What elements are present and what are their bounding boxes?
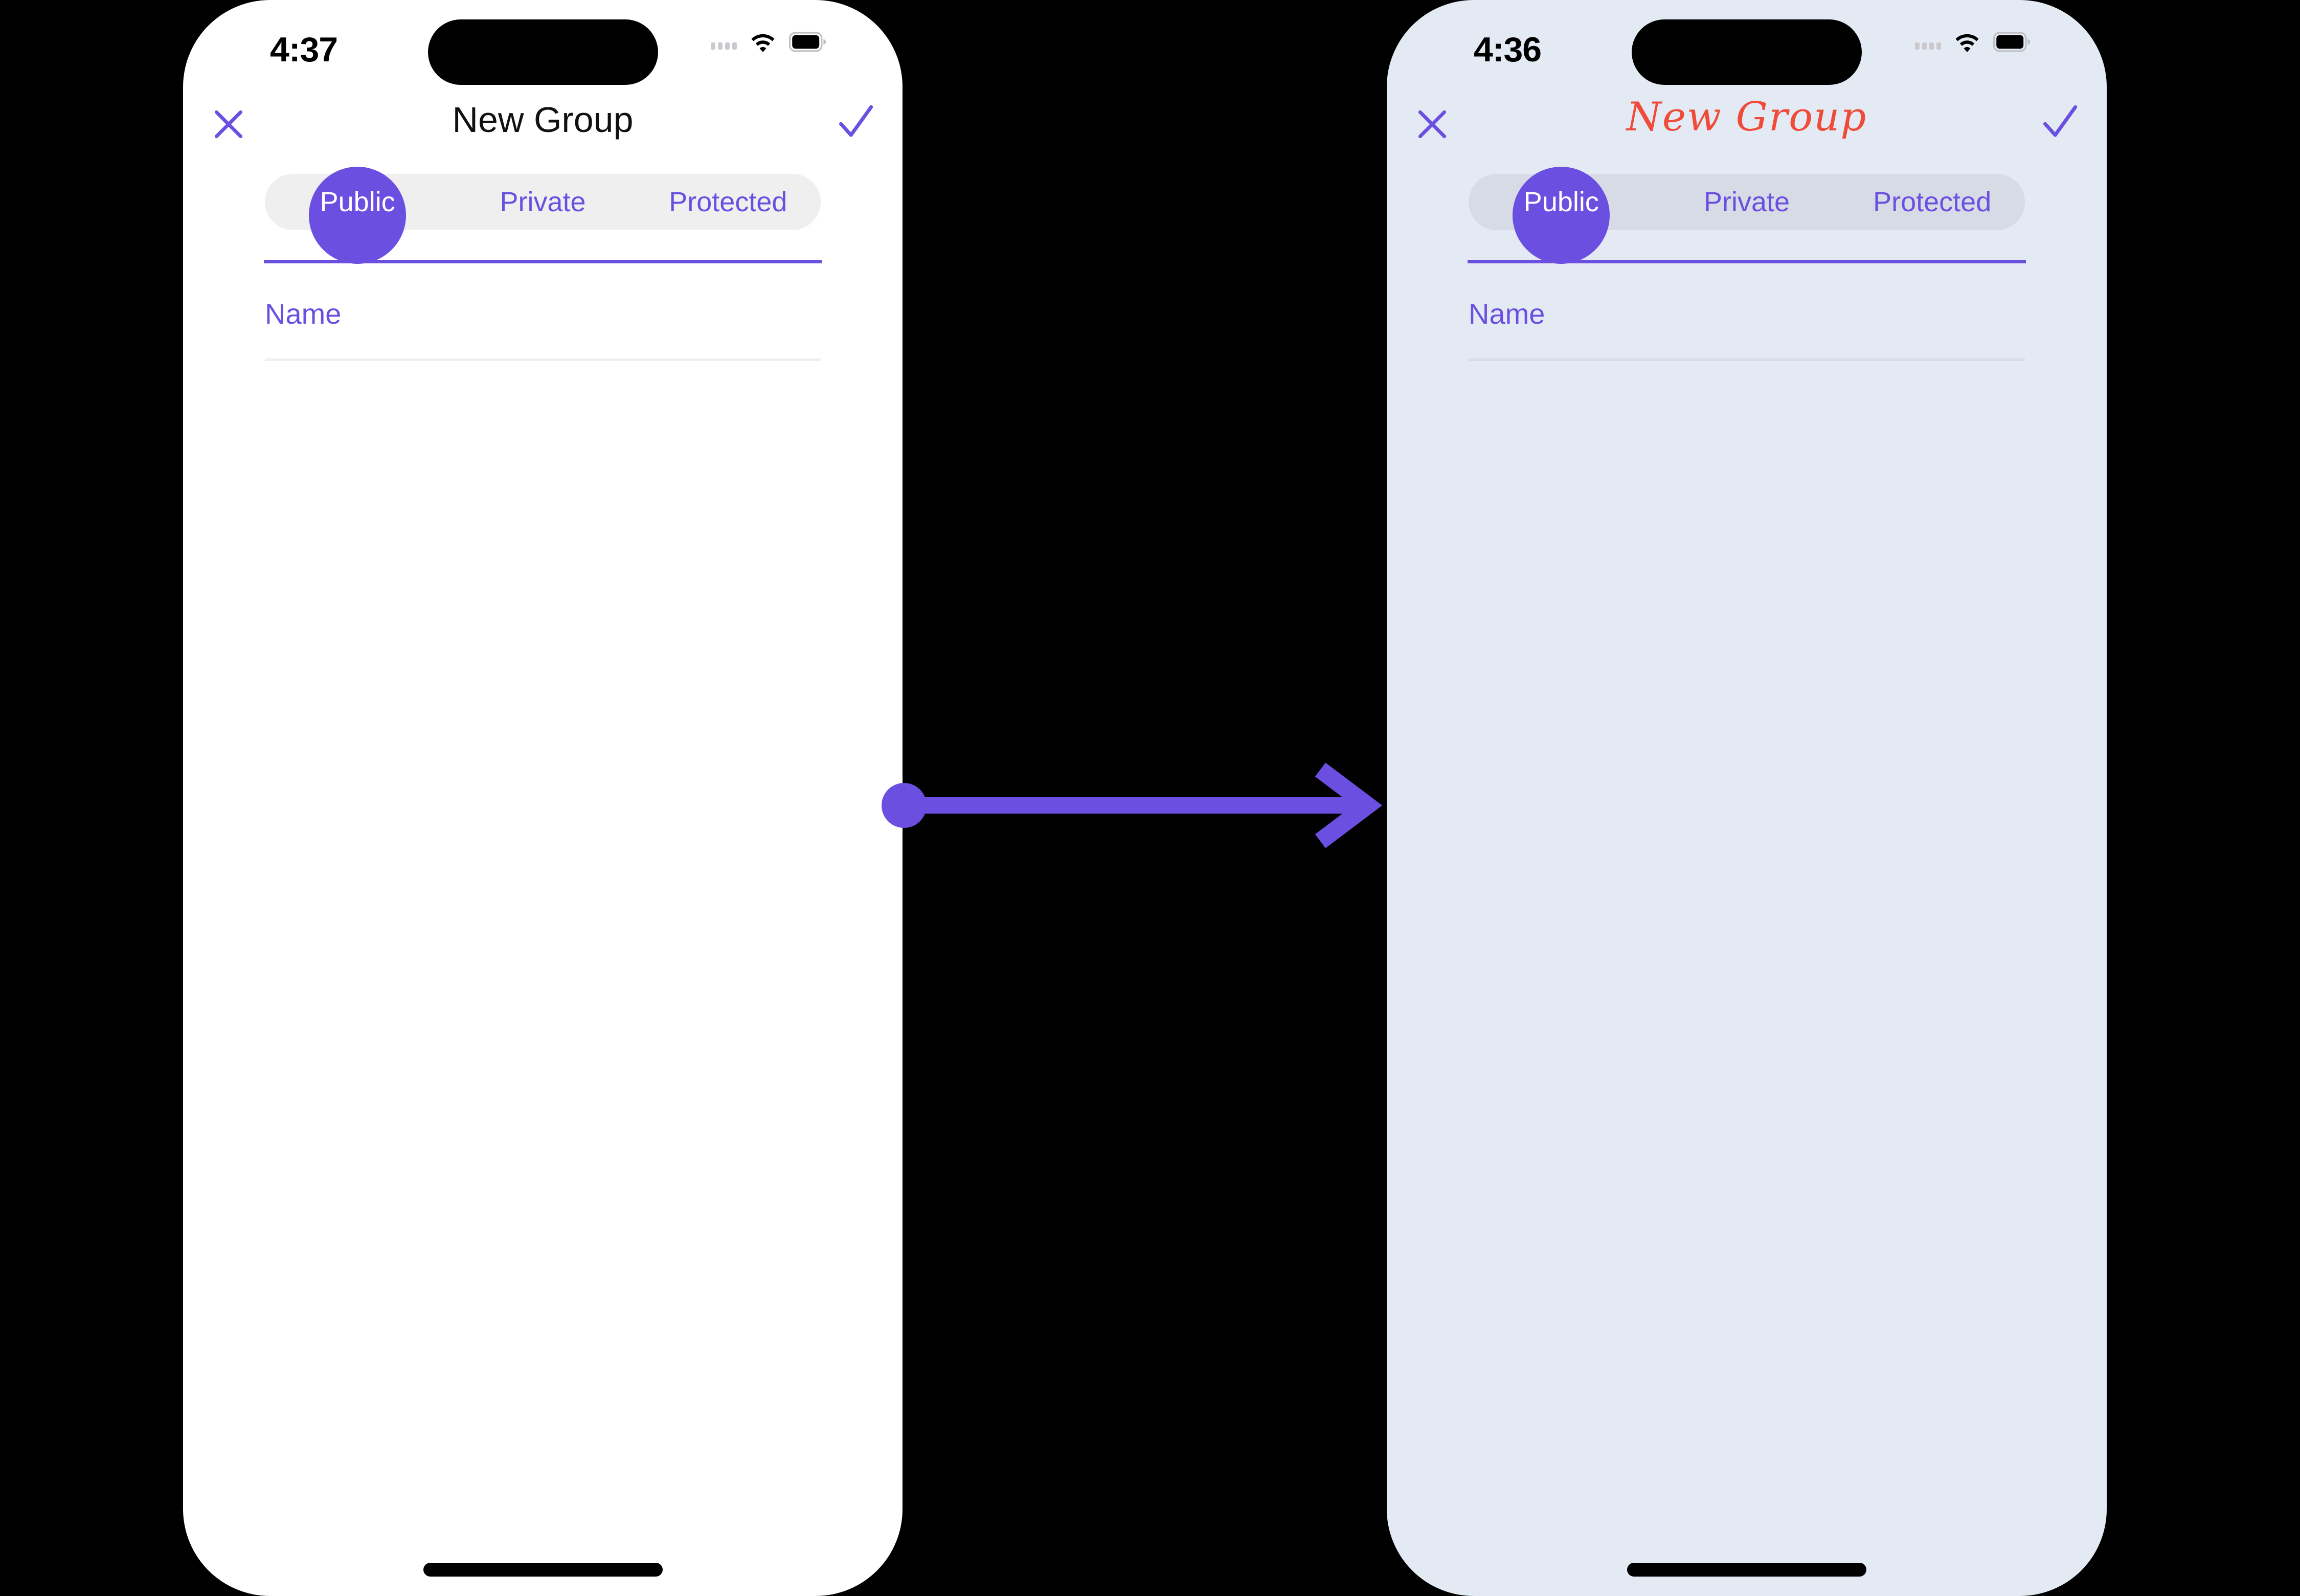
home-indicator bbox=[1627, 1563, 1866, 1577]
tab-label: Private bbox=[500, 187, 586, 217]
status-bar: 4:37 bbox=[183, 0, 903, 93]
tab-label: Private bbox=[1703, 187, 1790, 217]
tab-bar-underline bbox=[1468, 260, 2026, 263]
form-area: Name bbox=[1469, 239, 2025, 1596]
wifi-icon bbox=[751, 34, 775, 52]
wifi-icon bbox=[1955, 34, 1979, 52]
phone-screen-before: 4:37 New Group bbox=[183, 0, 903, 1596]
status-bar-indicators bbox=[1915, 31, 2031, 53]
tab-private[interactable]: Private bbox=[450, 174, 635, 230]
checkmark-icon[interactable] bbox=[2036, 98, 2083, 147]
tab-bar-underline bbox=[264, 260, 822, 263]
tab-private[interactable]: Private bbox=[1654, 174, 1840, 230]
tab-label: Protected bbox=[1873, 187, 1992, 217]
page-title: New Group bbox=[452, 100, 634, 140]
tab-public[interactable]: Public bbox=[1469, 167, 1654, 264]
dynamic-island bbox=[427, 19, 658, 85]
name-input-underline bbox=[1469, 358, 2025, 361]
status-bar-indicators bbox=[711, 31, 827, 53]
battery-icon bbox=[789, 32, 826, 52]
name-input[interactable]: Name bbox=[1469, 300, 2025, 361]
battery-icon bbox=[1993, 32, 2031, 52]
close-x-icon[interactable] bbox=[1410, 102, 1454, 146]
status-bar-time: 4:36 bbox=[1474, 30, 1542, 69]
name-input[interactable]: Name bbox=[265, 300, 821, 361]
segmented-tab-bar: Public Private Protected bbox=[264, 167, 822, 264]
tab-protected[interactable]: Protected bbox=[636, 174, 821, 230]
tab-label: Public bbox=[320, 187, 395, 217]
tab-label: Protected bbox=[669, 187, 787, 217]
navigation-bar: New Group bbox=[1387, 93, 2107, 160]
tab-selection-pill bbox=[309, 167, 407, 264]
tab-public[interactable]: Public bbox=[265, 167, 450, 264]
segmented-tab-bar: Public Private Protected bbox=[1468, 167, 2026, 264]
name-input-underline bbox=[265, 358, 821, 361]
home-indicator bbox=[423, 1563, 663, 1577]
page-title: New Group bbox=[1626, 94, 1867, 140]
status-bar: 4:36 bbox=[1387, 0, 2107, 93]
name-input-placeholder: Name bbox=[265, 298, 342, 330]
name-input-placeholder: Name bbox=[1469, 298, 1545, 330]
navigation-bar: New Group bbox=[183, 93, 903, 160]
tab-protected[interactable]: Protected bbox=[1839, 174, 2025, 230]
phone-screen-after: 4:36 New Group bbox=[1387, 0, 2107, 1596]
close-x-icon[interactable] bbox=[207, 102, 251, 146]
cellular-bars-icon bbox=[1915, 34, 1941, 50]
status-bar-time: 4:37 bbox=[270, 30, 338, 69]
cellular-bars-icon bbox=[711, 34, 737, 50]
arrow-right-icon bbox=[882, 762, 1383, 848]
form-area: Name bbox=[265, 239, 821, 1596]
tab-label: Public bbox=[1523, 187, 1599, 217]
checkmark-icon[interactable] bbox=[832, 98, 879, 147]
tab-selection-pill bbox=[1513, 167, 1610, 264]
dynamic-island bbox=[1632, 19, 1862, 85]
